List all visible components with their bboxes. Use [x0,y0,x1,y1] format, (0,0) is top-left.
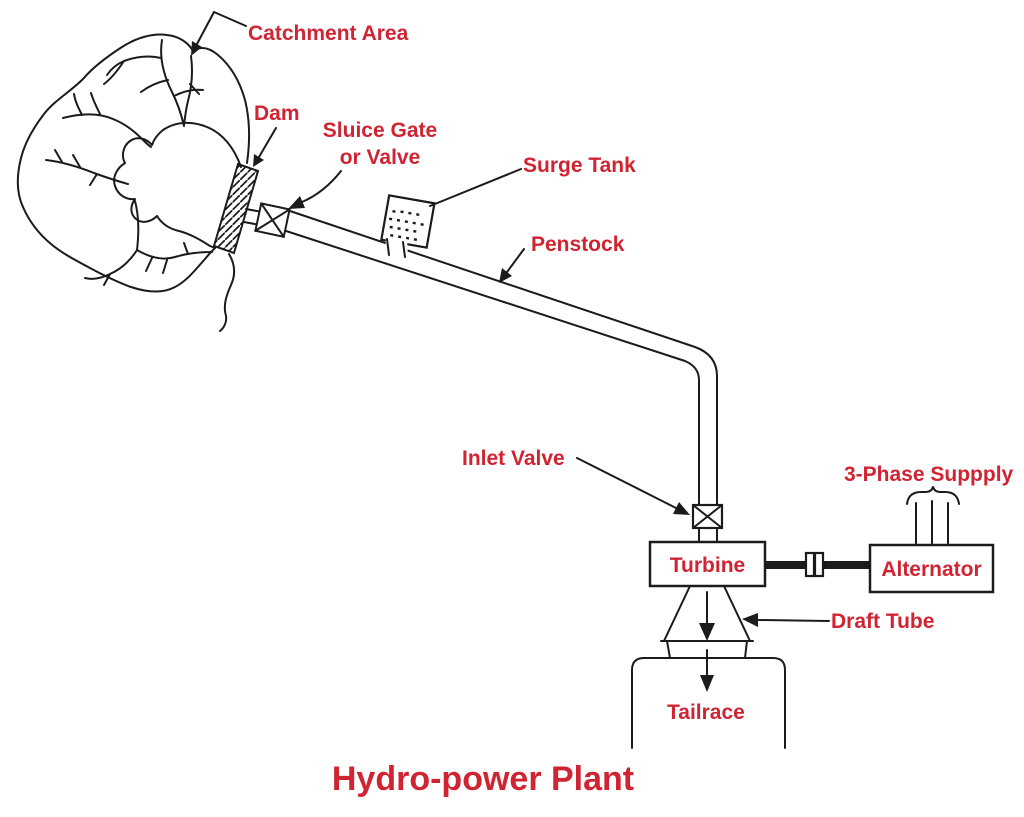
surge-tank-pointer-line [429,168,522,207]
draft-tube-flow-arrow-head [699,623,715,641]
tailrace-label: Tailrace [667,701,745,724]
dam-pointer-head [253,154,264,167]
inlet-valve-pointer-head [673,502,690,515]
sluice-pointer-line [301,170,342,203]
catchment-area-drawing [16,33,251,332]
three-phase-wires [906,486,960,546]
label-pointers [191,11,830,627]
draft-tube-label: Draft Tube [831,610,935,633]
inlet-valve-cross [692,504,723,529]
reservoir-outline [113,121,242,249]
alternator-box [868,543,995,594]
coupling-right-flange [813,551,825,578]
penstock-pointer-line [506,248,525,273]
dam-hatched-band [212,162,260,255]
surge-tank-drawing [380,194,436,259]
turbine-label: Turbine [669,554,746,577]
wires-brace [906,486,960,505]
draft-tube-pointer-line [757,619,830,622]
sluice-pointer-head [288,196,305,209]
stream-lines [45,39,213,286]
dam-label: Dam [254,102,300,125]
penstock-label: Penstock [531,233,625,256]
dam-pointer-line [258,127,277,158]
tailrace-outline [631,657,786,749]
diagram-title: Hydro-power Plant [331,760,635,798]
coupling-left-flange [804,551,816,578]
catchment-outline [16,33,251,293]
surge-tank-water-dots [388,209,424,242]
flow-arrows [699,591,715,692]
tailrace-flow-arrow-head [700,675,714,692]
alternator-label: Alternator [881,558,982,581]
sluice-valve-symbol [254,202,291,238]
penstock-outer-line [286,209,718,542]
supply-wires [915,500,949,546]
sluice-gate-label-line1: Sluice Gate [322,119,438,142]
outflow-river [219,253,236,332]
penstock-inner-line [282,229,700,542]
penstock-drawing [282,209,718,542]
draft-tube-pointer-head [742,613,758,627]
dam-drawing [212,162,260,255]
inlet-valve-label: Inlet Valve [462,447,565,470]
surge-tank-neck-walls [386,238,406,258]
sluice-valve-cross [254,202,291,238]
sluice-gate-label-line2: or Valve [339,146,421,169]
surge-tank-label: Surge Tank [523,154,636,177]
sluice-gate-label: Sluice Gate or Valve [312,117,448,171]
shaft-drawing [765,551,871,578]
inlet-valve-pointer-line [576,457,677,509]
inlet-valve-symbol [691,503,724,530]
penstock-pointer-head [499,268,512,283]
catchment-pointer-line [196,11,247,45]
catchment-area-label: Catchment Area [248,22,409,45]
three-phase-supply-label: 3-Phase Suppply [844,463,1014,486]
catchment-pointer-head [191,41,202,56]
